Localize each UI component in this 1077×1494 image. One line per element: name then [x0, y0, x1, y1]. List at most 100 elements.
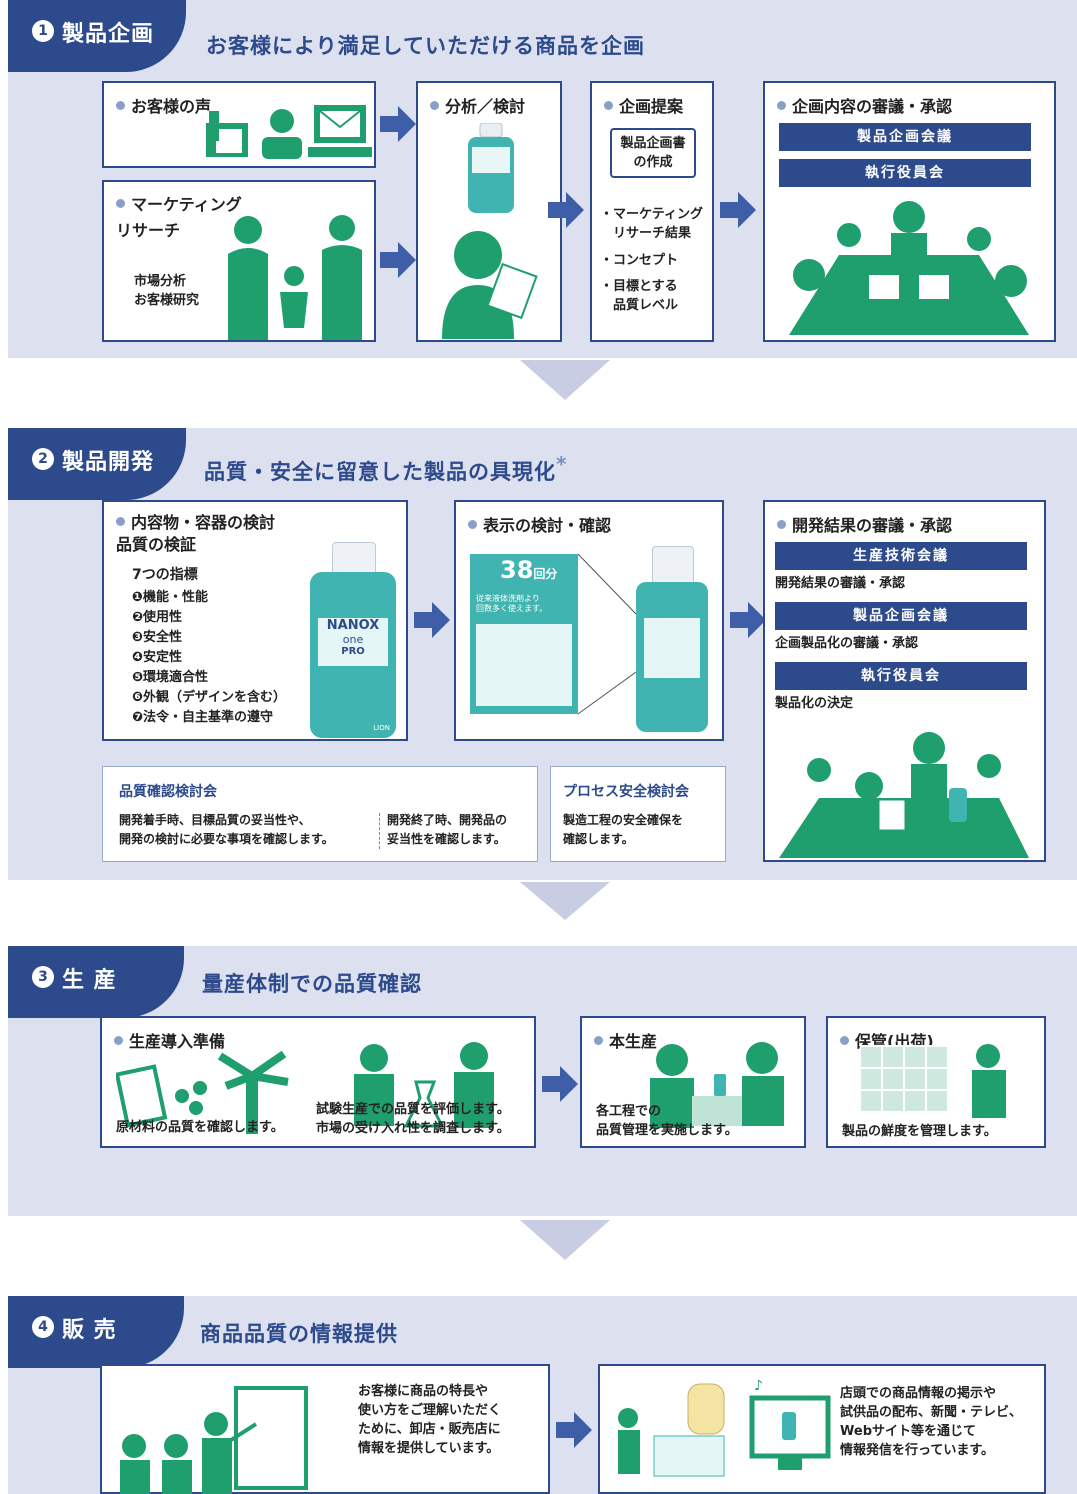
meeting-illustration [789, 201, 1029, 335]
arrow-right-icon [380, 106, 416, 142]
section-headline: 品質・安全に留意した製品の具現化* [204, 452, 568, 484]
section-development: 2 製品開発 品質・安全に留意した製品の具現化* 内容物・容器の検討 品質の検証… [8, 428, 1077, 880]
section-tab: 3 生 産 [8, 946, 184, 1018]
card-title: 開発結果の審議・承認 [777, 512, 952, 536]
card-title: 企画提案 [604, 93, 683, 117]
dev-approval-card: 開発結果の審議・承認 生産技術会議 開発結果の審議・承認 製品企画会議 企画製品… [763, 500, 1046, 862]
label-check-card: 表示の検討・確認 38回分 従来液体洗剤より 回数多く使えます。 [454, 500, 724, 741]
section-title: 販 売 [62, 1318, 117, 1343]
indicator-item: ❷使用性 [132, 610, 183, 625]
content-check-card: 内容物・容器の検討 品質の検証 7つの指標 ❶機能・性能 ❷使用性 ❸安全性 ❹… [102, 500, 408, 741]
indicator-subtitle: 7つの指標 [132, 567, 198, 583]
production-prep-card: 生産導入準備 原材料の品質を確認します。 試験生産での品質を評価します。 市場の… [100, 1016, 536, 1148]
arrow-down-icon [520, 882, 610, 920]
sales-right-text: 店頭での商品情報の掲示や 試供品の配布、新聞・テレビ、 Webサイト等を通じて … [840, 1386, 1023, 1458]
arrow-right-icon [548, 192, 584, 228]
store-display-icon: ♪ [618, 1378, 831, 1477]
brand-sub: one [342, 633, 364, 646]
meeting-desc: 企画製品化の審議・承認 [775, 636, 919, 651]
mass-production-card: 本生産 各工程での 品質管理を実施します。 [580, 1016, 806, 1148]
approval-card: 企画内容の審議・承認 製品企画会議 執行役員会 [763, 81, 1056, 342]
prep-right-text: 試験生産での品質を評価します。 市場の受け入れ性を調査します。 [316, 1102, 510, 1136]
meeting-desc: 製品化の決定 [775, 696, 854, 711]
meeting-illustration [779, 732, 1029, 858]
step-number: 2 [32, 448, 54, 470]
storage-text: 製品の鮮度を管理します。 [842, 1124, 997, 1139]
arrow-right-icon [380, 242, 416, 278]
arrow-right-icon [720, 192, 756, 228]
indicator-item: ❶機能・性能 [132, 590, 209, 605]
section-title: 製品開発 [62, 450, 155, 475]
qc-left-text: 開発着手時、目標品質の妥当性や、 開発の検討に必要な事項を確認します。 [119, 813, 334, 846]
research-note: 市場分析 お客様研究 [134, 274, 200, 308]
meeting-bar: 執行役員会 [775, 662, 1027, 690]
section-headline: お客様により満足していただける商品を企画 [206, 34, 645, 58]
indicator-item: ❸安全性 [132, 630, 183, 645]
section-planning: 1 製品企画 お客様により満足していただける商品を企画 お客様の声 マーケティン… [8, 0, 1077, 358]
arrow-right-icon [542, 1066, 578, 1102]
brand-line: PRO [341, 646, 365, 657]
storage-card: 保管(出荷) 製品の鮮度を管理します。 [826, 1016, 1046, 1148]
proposal-item: ・マーケティング リサーチ結果 [600, 207, 703, 241]
step-number: 4 [32, 1316, 54, 1338]
section-headline: 量産体制での品質確認 [202, 972, 422, 996]
customer-voice-card: お客様の声 [102, 81, 376, 168]
section-tab: 2 製品開発 [8, 428, 186, 500]
step-number: 3 [32, 966, 54, 988]
meeting-bar: 製品企画会議 [779, 123, 1031, 151]
meeting-desc: 開発結果の審議・承認 [775, 576, 906, 591]
plan-document-box: 製品企画書 の作成 [610, 128, 696, 178]
main-production-text: 各工程での 品質管理を実施します。 [596, 1104, 738, 1138]
family-icon [228, 215, 362, 340]
indicator-item: ❻外観（デザインを含む） [132, 690, 287, 705]
marketing-research-card: マーケティング リサーチ 市場分析 お客様研究 [102, 180, 376, 342]
card-title: 分析／検討 [430, 93, 525, 117]
label-claim: 従来液体洗剤より 回数多く使えます。 [476, 594, 548, 613]
subcard-title: 品質確認検討会 [119, 784, 217, 800]
store-promotion-card: ♪ 店頭での商品情報の掲示や 試供品の配布、新聞・テレビ、 Webサイト等を通じ… [598, 1364, 1046, 1494]
phone-headset-pc-icon [206, 105, 372, 159]
brand-label: NANOX [326, 618, 380, 633]
factory-worker-icon [650, 1042, 784, 1128]
card-title: 内容物・容器の検討 品質の検証 [116, 513, 276, 554]
card-title: マーケティング リサーチ [116, 195, 242, 240]
proposal-item: ・コンセプト [600, 253, 679, 268]
sales-left-text: お客様に商品の特長や 使い方をご理解いただく ために、卸店・販売店に 情報を提供… [358, 1384, 502, 1456]
presentation-icon [120, 1386, 308, 1494]
quality-review-card: 品質確認検討会 開発着手時、目標品質の妥当性や、 開発の検討に必要な事項を確認し… [102, 766, 538, 862]
indicator-item: ❹安定性 [132, 650, 183, 665]
section-production: 3 生 産 量産体制での品質確認 生産導入準備 原材料の品質を確認します。 試験… [8, 946, 1077, 1216]
test-production-icon [354, 1042, 494, 1128]
label-sample: 38回分 従来液体洗剤より 回数多く使えます。 [470, 554, 578, 714]
maker-label: LION [373, 724, 390, 732]
qc-right-text: 開発終了時、開発品の 妥当性を確認します。 [387, 813, 508, 846]
badge-number: 38回分 [500, 556, 558, 584]
label-bottle [636, 546, 708, 732]
divider [379, 813, 380, 849]
zoom-lines [578, 553, 637, 715]
warehouse-boxes-icon [860, 1044, 1006, 1118]
meeting-bar: 生産技術会議 [775, 542, 1027, 570]
arrow-right-icon [730, 602, 766, 638]
product-bottle-icon [468, 123, 514, 213]
svg-text:♪: ♪ [754, 1378, 763, 1394]
meeting-bar: 製品企画会議 [775, 602, 1027, 630]
card-title: お客様の声 [116, 93, 211, 117]
card-title: 生産導入準備 [114, 1028, 225, 1052]
subcard-title: プロセス安全検討会 [563, 784, 689, 800]
section-title: 製品企画 [62, 22, 155, 47]
section-tab: 1 製品企画 [8, 0, 186, 72]
person-reading-icon [442, 231, 538, 339]
asterisk: * [556, 452, 568, 476]
arrow-right-icon [414, 602, 450, 638]
section-tab: 4 販 売 [8, 1296, 184, 1368]
section-title: 生 産 [62, 968, 117, 993]
arrow-right-icon [556, 1412, 592, 1448]
section-sales: 4 販 売 商品品質の情報提供 お客様に商品の特長や 使い方をご理解いただく た… [8, 1296, 1077, 1494]
card-title: 本生産 [594, 1028, 657, 1052]
card-title: 表示の検討・確認 [468, 512, 611, 536]
process-safety-card: プロセス安全検討会 製造工程の安全確保を 確認します。 [550, 766, 726, 862]
section-headline: 商品品質の情報提供 [200, 1322, 398, 1346]
product-bottle: NANOX one PRO LION [310, 542, 396, 738]
step-number: 1 [32, 20, 54, 42]
